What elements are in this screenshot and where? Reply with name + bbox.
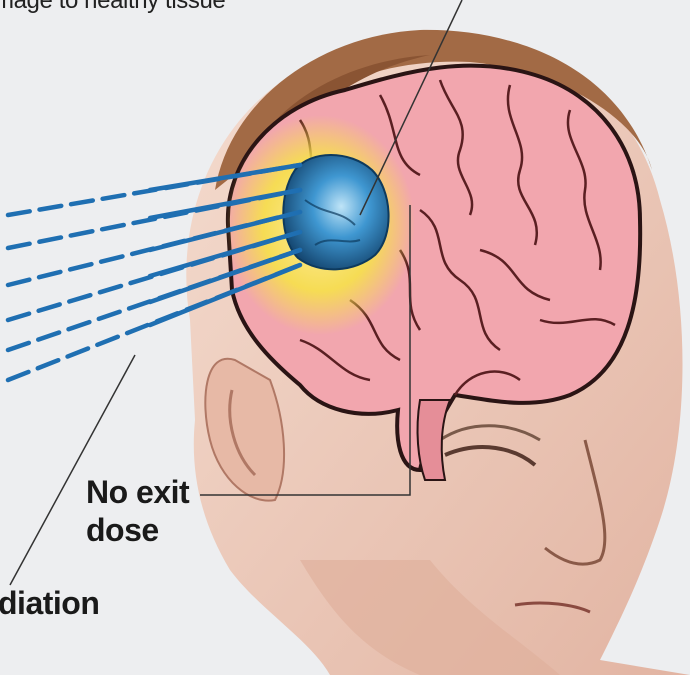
leader-line-radiation — [10, 355, 135, 585]
no-exit-dose-label-line2: dose — [86, 512, 159, 548]
no-exit-dose-label-line1: No exit — [86, 474, 189, 510]
radiation-label: diation — [0, 585, 99, 622]
top-caption: mage to healthy tissue — [0, 0, 225, 15]
